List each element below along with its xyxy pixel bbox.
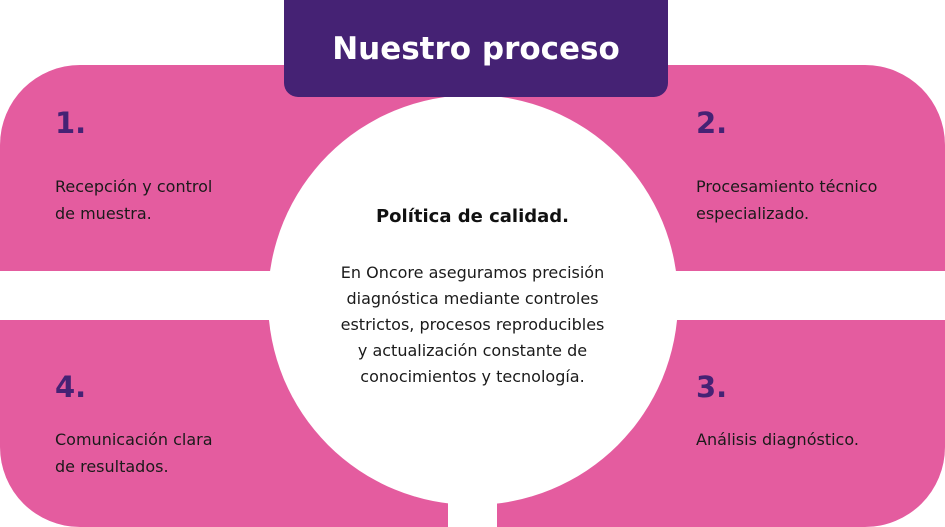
step-4-number: 4. bbox=[55, 370, 87, 404]
policy-line-1: En Oncore aseguramos precisión bbox=[340, 263, 605, 282]
page-title: Nuestro proceso bbox=[284, 0, 668, 97]
step-3-text: Análisis diagnóstico. bbox=[696, 426, 859, 453]
step-1-number: 1. bbox=[55, 106, 87, 140]
step-2-number: 2. bbox=[696, 106, 728, 140]
step-4-line-2: de resultados. bbox=[55, 457, 169, 476]
step-4-text: Comunicación clara de resultados. bbox=[55, 426, 213, 480]
policy-title: Política de calidad. bbox=[375, 206, 570, 227]
policy-line-5: conocimientos y tecnología. bbox=[360, 367, 585, 386]
policy-circle bbox=[268, 95, 678, 505]
step-2-line-2: especializado. bbox=[696, 204, 810, 223]
step-1-line-2: de muestra. bbox=[55, 204, 152, 223]
step-3-line-1: Análisis diagnóstico. bbox=[696, 430, 859, 449]
policy-line-2: diagnóstica mediante controles bbox=[346, 289, 599, 308]
policy-body: En Oncore aseguramos precisión diagnósti… bbox=[300, 260, 645, 390]
policy-line-4: y actualización constante de bbox=[357, 341, 588, 360]
policy-line-3: estrictos, procesos reproducibles bbox=[340, 315, 605, 334]
step-3-number: 3. bbox=[696, 370, 728, 404]
step-2-line-1: Procesamiento técnico bbox=[696, 177, 878, 196]
step-1-text: Recepción y control de muestra. bbox=[55, 173, 212, 227]
step-4-line-1: Comunicación clara bbox=[55, 430, 213, 449]
step-1-line-1: Recepción y control bbox=[55, 177, 213, 196]
step-2-text: Procesamiento técnico especializado. bbox=[696, 173, 877, 227]
